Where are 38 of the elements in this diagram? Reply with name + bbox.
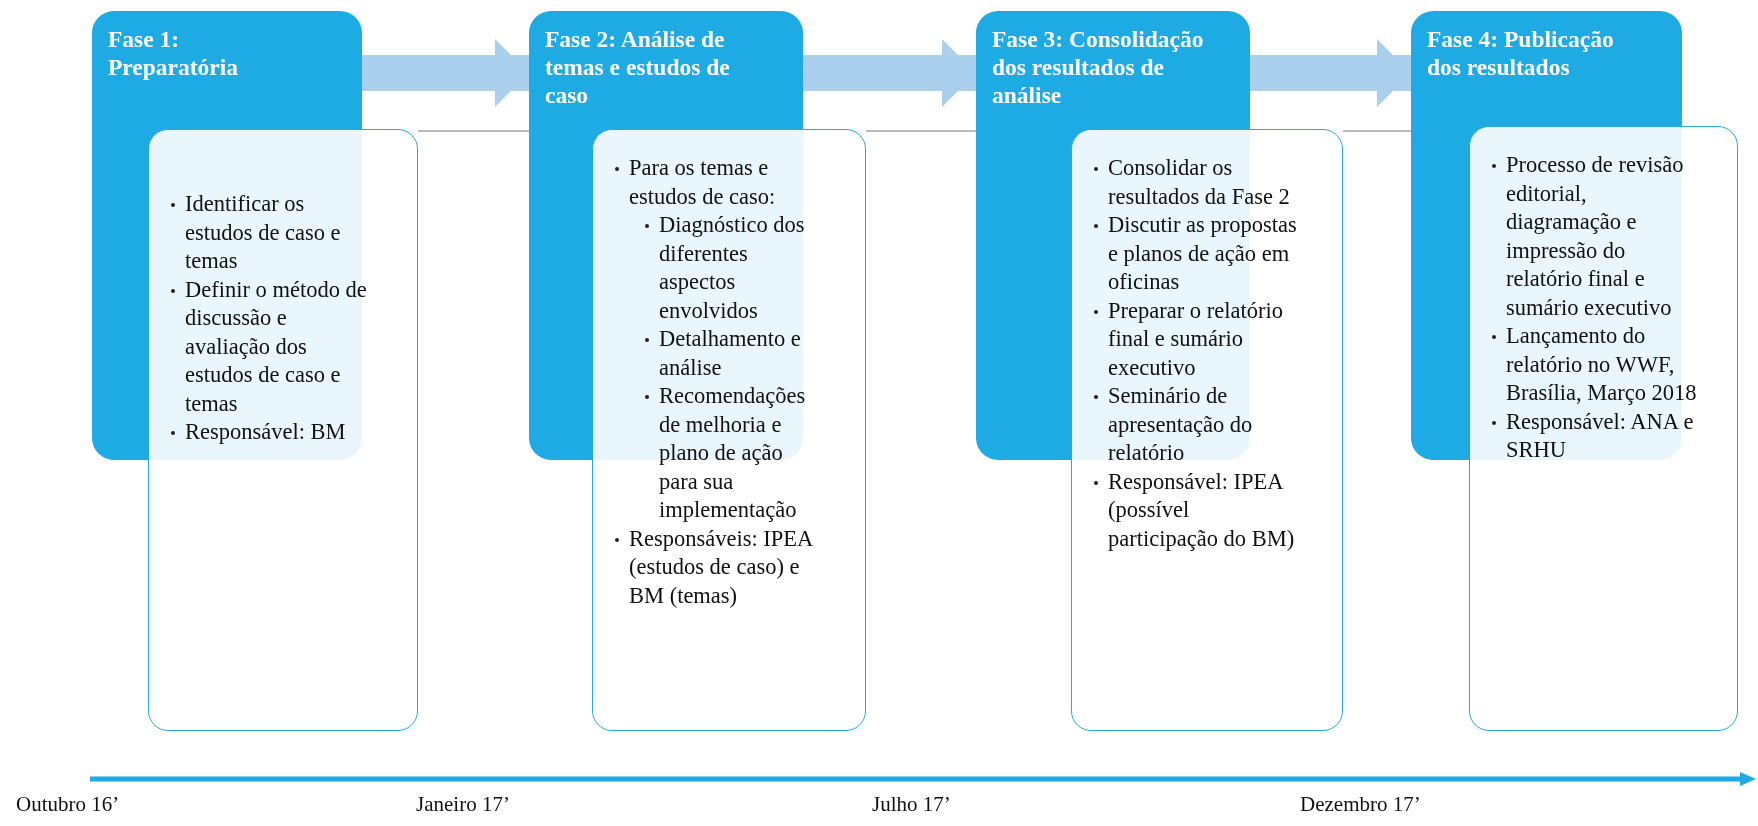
bullet-item: Discutir as propostas e planos de ação em oficinas [1108, 211, 1298, 296]
bullet-item: Diagnóstico dos diferentes aspectos envolvidos [659, 211, 806, 325]
bullet-item: Responsável: BM [185, 418, 346, 446]
bullet-item: Responsável: IPEA (possível participação do BM) [1108, 467, 1296, 553]
timeline-date: Janeiro 17’ [416, 792, 510, 817]
phase-box [976, 11, 1250, 126]
bullet-item: Consolidar os resultados da Fase 2 [1108, 154, 1291, 211]
bullet-item: Preparar o relatório final e sumário executivo [1108, 296, 1284, 382]
connector-line [865, 130, 977, 132]
phase-title: Fase 2: Análise de temas e estudos de caso [545, 25, 731, 109]
bullet-item: Seminário de apresentação do relatório [1108, 382, 1254, 467]
bullet-item: Identificar os estudos de caso e temas [185, 190, 342, 275]
phase-title: Fase 1: Preparatória [108, 25, 240, 81]
bullet-item: Detalhamento e análise [659, 325, 802, 382]
bullet-item: Responsáveis: IPEA (estudos de caso) e BM (temas) [629, 524, 814, 610]
bullet-item: Processo de revisão editorial, diagramação e impressão do relatório final e sumário executivo [1506, 151, 1685, 322]
phase-box [1411, 11, 1682, 126]
timeline-date: Julho 17’ [872, 792, 951, 817]
block-arrow [1250, 39, 1411, 107]
bullet-item: Para os temas e estudos de caso: [629, 154, 777, 211]
block-arrow [803, 39, 976, 107]
connector-line [417, 130, 530, 132]
block-arrow [362, 39, 529, 107]
details-card [592, 129, 866, 731]
timeline-date: Outubro 16’ [16, 792, 120, 817]
phase-title: Fase 3: Consolidação dos resultados de análise [992, 25, 1205, 109]
connector-line [1342, 130, 1412, 132]
phase-title: Fase 4: Publicação dos resultados [1427, 25, 1615, 81]
phase-box [92, 11, 362, 126]
bullet-item: Responsável: ANA e SRHU [1506, 407, 1695, 464]
bullet-item: Definir o método de discussão e avaliação dos estudos de caso e temas [185, 275, 368, 418]
bullet-item: Lançamento do relatório no WWF, Brasília, Março 2018 [1506, 322, 1697, 407]
bullet-item: Recomendações de melhoria e plano de ação para sua implementação [659, 382, 807, 524]
timeline-date: Dezembro 17’ [1300, 792, 1421, 817]
details-card [1469, 126, 1738, 731]
phase-box [529, 11, 803, 126]
details-card [148, 129, 418, 731]
details-card [1071, 129, 1343, 731]
